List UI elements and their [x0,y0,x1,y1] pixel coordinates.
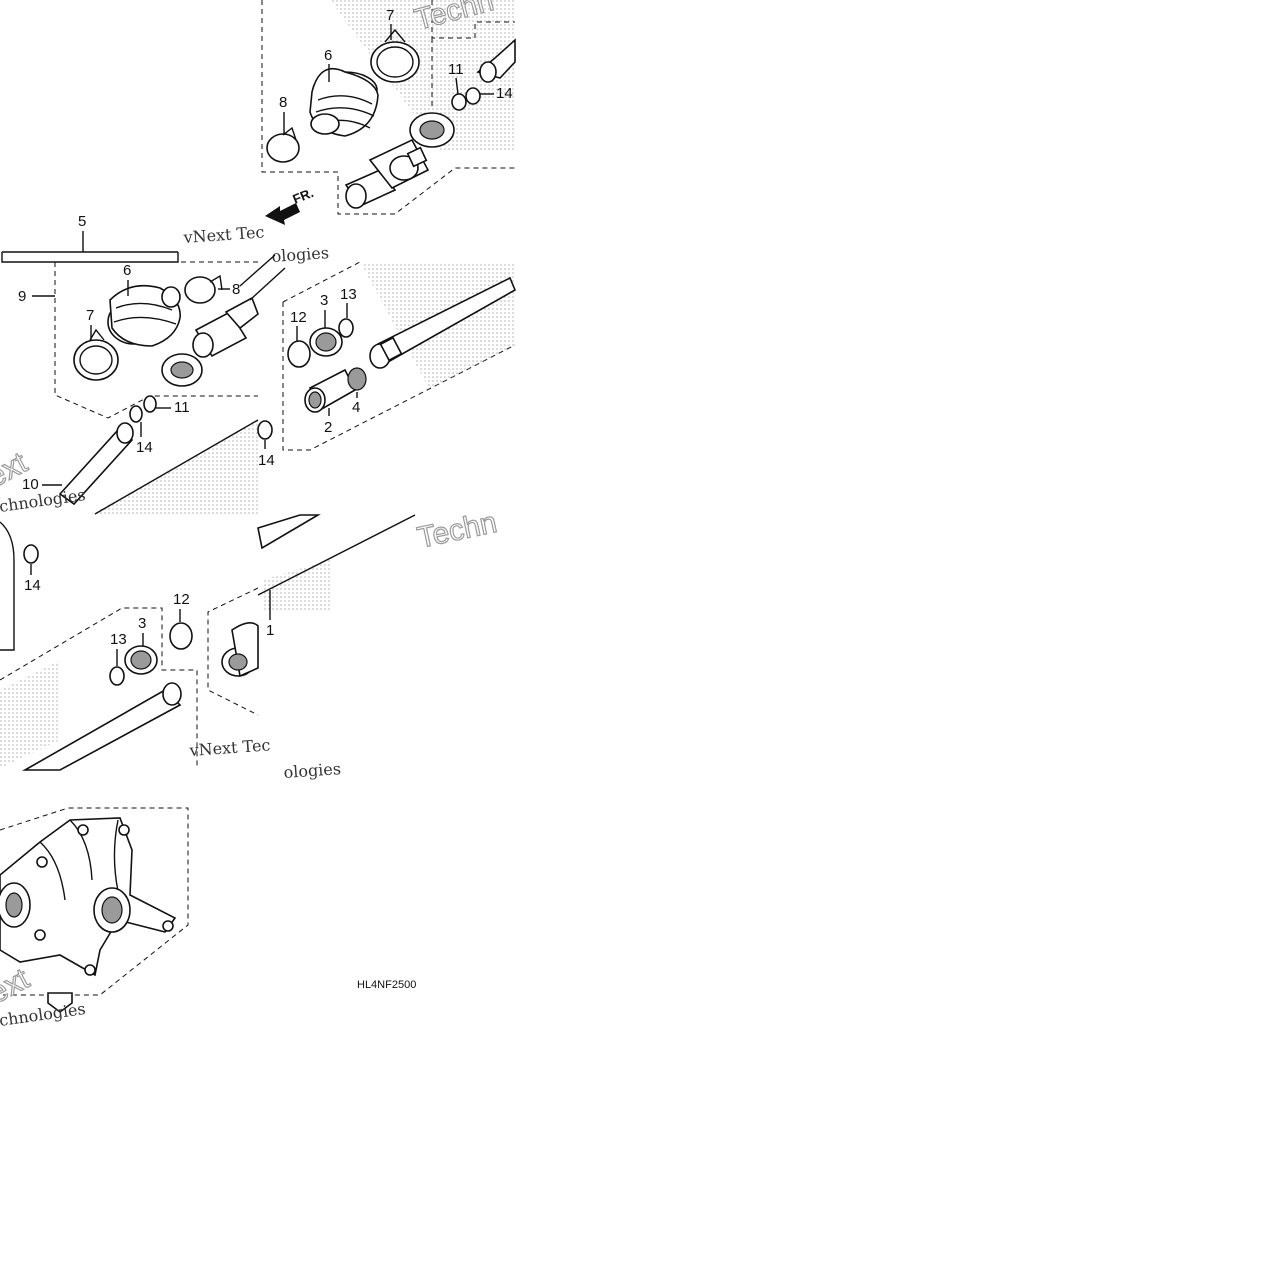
ring-14-shaft [257,420,273,440]
ring-13-inboard [338,318,354,338]
callout-14-mid-a: 14 [136,439,153,456]
callout-1: 1 [266,622,274,639]
boot-part-6-mid [107,284,181,347]
clip-4 [347,367,367,391]
callout-10: 10 [22,476,39,493]
band-part-8-top [266,126,300,163]
watermark-chno-left: chnologies [0,485,87,516]
callout-8-top: 8 [279,94,287,111]
callout-3-inboard: 3 [320,292,328,309]
panel-assembly-5: 5 9 6 7 8 [1,213,330,423]
watermark-chno-bottom: chnologies [0,999,87,1030]
boot-3-inboard [309,327,343,357]
watermark-techn-lower: Techn [415,506,500,555]
band-part-8-mid [184,274,223,304]
watermark-ogies-mid: ologies [271,243,330,266]
ring-13-lower [109,666,125,686]
ring-11-mid-b [143,395,157,413]
callout-7-mid: 7 [86,307,94,324]
ring-11-mid-a [129,405,143,423]
panel-inboard: 3 13 12 4 2 [282,261,517,451]
watermark-vnext-lower: vNext Tec [188,735,271,760]
cv-housing-2 [304,368,357,413]
ring-14-lower [23,544,39,564]
differential-housing [0,817,177,977]
boot-3-lower [124,645,158,675]
callout-3-lower: 3 [138,615,146,632]
callout-11-mid: 11 [174,399,190,416]
callout-6-top: 6 [324,47,332,64]
callout-14-lower: 14 [24,577,41,594]
callout-14-top: 14 [496,85,513,102]
callout-12-inboard: 12 [290,309,307,326]
callout-9: 9 [18,288,26,305]
joint-yoke-mid [192,296,259,358]
direction-label: FR. [291,185,316,207]
band-part-7-mid [73,328,119,381]
callout-13-lower: 13 [110,631,127,648]
callout-4: 4 [352,399,360,416]
panel-lower: 14 3 13 12 1 Techn vNext Tec ologies [0,505,500,782]
ring-12-lower [169,622,193,650]
watermark-ext-bottom: ext [0,962,35,1010]
drawing-code: HL4NF2500 [357,979,416,991]
direction-arrow-icon: FR. [265,185,316,225]
band-part-7-top [370,28,420,83]
callout-13-inboard: 13 [340,286,357,303]
callout-7-top: 7 [386,7,394,24]
watermark-vnext-mid: vNext Tec [182,222,265,247]
callout-14-mid-b: 14 [258,452,275,469]
watermark-ogies-lower: ologies [283,759,342,782]
callout-6-mid: 6 [123,262,131,279]
joint-yoke-top [344,138,430,209]
callout-11-top: 11 [448,61,464,78]
panel-top: FR. 7 6 8 11 14 Techn [261,0,516,225]
callout-2: 2 [324,419,332,436]
axle-shaft-lower [21,689,182,771]
stub-shaft-top [451,38,516,111]
boot-part-6-top [309,67,379,137]
joint-1-lower [221,622,259,678]
callout-5: 5 [78,213,86,230]
ring-12-inboard [287,340,311,368]
panel-differential: ext chnologies [0,807,189,1030]
down-arrow-icon [47,992,73,1013]
callout-8-mid: 8 [232,281,240,298]
callout-12-lower: 12 [173,591,190,608]
